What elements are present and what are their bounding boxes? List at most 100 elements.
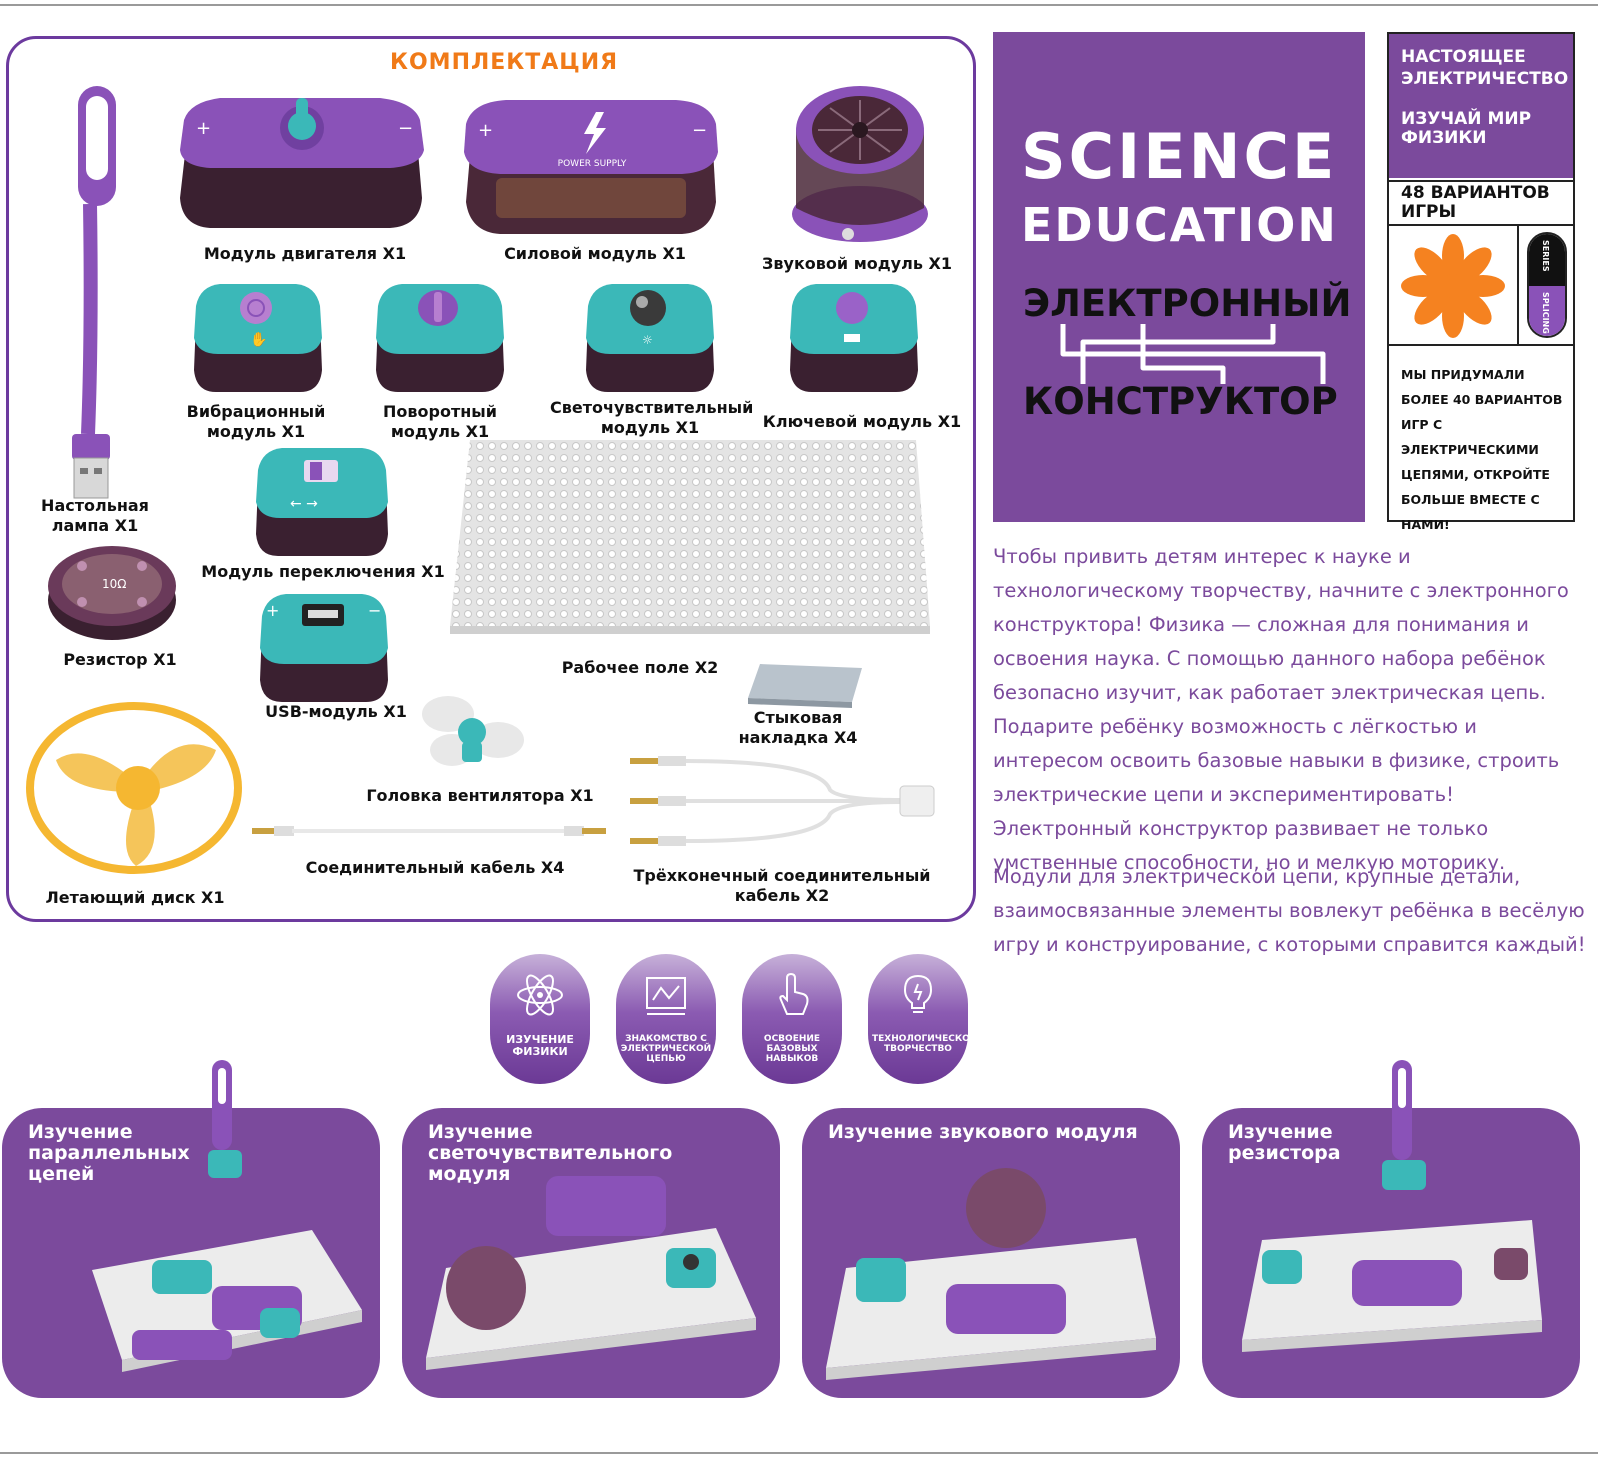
lamp-label: Настольная <box>41 496 149 515</box>
flying-disc-image <box>26 702 242 874</box>
feature-physics: ИЗУЧЕНИЕ ФИЗИКИ <box>490 954 590 1084</box>
power-module-image: + − POWER SUPPLY <box>464 100 718 234</box>
resistor-value: 10Ω <box>102 577 126 591</box>
sound-label: Звуковой модуль X1 <box>762 254 952 273</box>
card-light-sensor: Изучение светочувствительного модуля <box>402 1108 780 1398</box>
tri-cable-label: Трёхконечный соединительный <box>633 866 931 885</box>
side-real-electricity: НАСТОЯЩЕЕ ЭЛЕКТРИЧЕСТВО <box>1401 47 1569 89</box>
resistor-circuit-image <box>1242 1060 1542 1352</box>
side-divider <box>1517 224 1519 344</box>
description-paragraph-1: Чтобы привить детям интерес к науке и те… <box>993 545 1569 874</box>
side-divider <box>1389 224 1573 226</box>
parallel-circuit-image <box>92 1060 362 1372</box>
hero-banner: SCIENCE EDUCATION ЭЛЕКТРОННЫЙ КОНСТРУКТО… <box>993 32 1365 522</box>
svg-text:☼: ☼ <box>642 333 653 347</box>
baseplate-image <box>450 440 930 634</box>
switch-label: Модуль переключения X1 <box>201 562 445 581</box>
resistor-image: 10Ω <box>48 546 176 640</box>
card-title-line: резистора <box>1228 1142 1341 1164</box>
card-parallel-circuits: Изучение параллельных цепей <box>2 1060 380 1398</box>
side-variants: 48 ВАРИАНТОВ ИГРЫ <box>1401 183 1550 222</box>
light-sensor-circuit-image <box>426 1176 756 1370</box>
light-sensor-label-2: модуль X1 <box>600 418 700 437</box>
svg-text:← →: ← → <box>290 496 318 512</box>
lightbulb-icon <box>903 974 933 1013</box>
tri-cable-image <box>630 756 935 846</box>
usb-module-image: + − <box>260 594 388 702</box>
vibration-module-image: ✋ <box>194 284 322 392</box>
hero-education: EDUCATION <box>1021 198 1338 252</box>
cable-label: Соединительный кабель X4 <box>305 858 565 877</box>
usb-label: USB-модуль X1 <box>265 702 407 721</box>
svg-text:+: + <box>266 601 279 620</box>
circuit-icon <box>646 977 686 1015</box>
sound-circuit-image <box>826 1168 1156 1380</box>
card-title-line: Изучение <box>28 1121 133 1143</box>
svg-text:−: − <box>398 118 413 139</box>
series-splicing-badge: SERIES SPLICING <box>1527 232 1567 338</box>
side-study-physics: ИЗУЧАЙ МИР ФИЗИКИ <box>1401 109 1532 148</box>
fan-label: Головка вентилятора X1 <box>366 786 594 805</box>
kit-title: КОМПЛЕКТАЦИЯ <box>390 50 619 75</box>
power-supply-text: POWER SUPPLY <box>558 159 627 169</box>
rotary-label: Поворотный <box>383 402 497 421</box>
rotary-module-image <box>376 284 504 392</box>
hand-icon <box>779 972 809 1015</box>
feature-circuit: ЗНАКОМСТВО С ЭЛЕКТРИЧЕСКОЙ ЦЕПЬЮ <box>616 954 716 1084</box>
card-title-line: Изучение звукового модуля <box>828 1121 1138 1143</box>
cable-image <box>252 826 606 836</box>
card-title-line: параллельных <box>28 1142 190 1164</box>
key-module-image <box>790 284 918 392</box>
dock-plate-image <box>748 664 862 708</box>
motor-label: Модуль двигателя X1 <box>203 244 407 263</box>
baseplate-label: Рабочее поле X2 <box>561 658 719 677</box>
svg-text:−: − <box>692 120 707 141</box>
lamp-label-2: лампа X1 <box>51 516 139 535</box>
dock-label: Стыковая <box>753 708 843 727</box>
motor-module-image: + − <box>180 98 424 228</box>
svg-text:−: − <box>368 601 381 620</box>
flower-icon <box>1401 234 1505 338</box>
hero-electronic: ЭЛЕКТРОННЫЙ <box>1023 282 1352 325</box>
tri-cable-label-2: кабель X2 <box>734 886 830 905</box>
top-divider <box>0 4 1598 6</box>
hero-science: SCIENCE <box>1021 120 1338 193</box>
resistor-label: Резистор X1 <box>63 650 177 669</box>
circuit-lines-graphic <box>1060 324 1326 384</box>
svg-text:+: + <box>196 118 211 139</box>
feature-creativity-label: ТЕХНОЛОГИЧЕСКОЕ ТВОРЧЕСТВО <box>872 1034 976 1054</box>
switch-module-image: ← → <box>256 448 388 556</box>
series-text: SERIES <box>1541 240 1550 272</box>
card-resistor: Изучение резистора <box>1202 1060 1580 1398</box>
feature-creativity: ТЕХНОЛОГИЧЕСКОЕ ТВОРЧЕСТВО <box>868 954 976 1084</box>
rotary-label-2: модуль X1 <box>390 422 490 441</box>
side-purple-header <box>1389 34 1573 178</box>
vibration-label: Вибрационный <box>186 402 326 421</box>
splicing-text: SPLICING <box>1541 292 1550 334</box>
card-title-line: модуля <box>428 1163 511 1185</box>
card-title-line: Изучение <box>1228 1121 1333 1143</box>
description-paragraph-2: Модули для электрической цепи, крупные д… <box>993 865 1586 956</box>
hero-constructor: КОНСТРУКТОР <box>1023 380 1338 423</box>
side-description: МЫ ПРИДУМАЛИ БОЛЕЕ 40 ВАРИАНТОВ ИГР С ЭЛ… <box>1401 367 1563 532</box>
fan-image <box>422 696 524 766</box>
atom-icon <box>517 974 563 1016</box>
light-sensor-module-image: ☼ <box>586 284 714 392</box>
disc-label: Летающий диск X1 <box>45 888 225 907</box>
vibration-label-2: модуль X1 <box>206 422 306 441</box>
key-label: Ключевой модуль X1 <box>762 412 962 431</box>
feature-skills-label: ОСВОЕНИЕ БАЗОВЫХ НАВЫКОВ <box>763 1034 821 1064</box>
feature-circuit-label: ЗНАКОМСТВО С ЭЛЕКТРИЧЕСКОЙ ЦЕПЬЮ <box>620 1034 712 1064</box>
bottom-divider <box>0 1452 1598 1454</box>
side-divider <box>1389 344 1573 346</box>
card-title-line: цепей <box>28 1163 95 1185</box>
feature-physics-label: ИЗУЧЕНИЕ ФИЗИКИ <box>506 1033 574 1058</box>
svg-text:+: + <box>478 120 493 141</box>
side-divider <box>1389 180 1573 182</box>
svg-text:✋: ✋ <box>250 331 267 348</box>
card-sound-module: Изучение звукового модуля <box>802 1108 1180 1398</box>
side-info-box: НАСТОЯЩЕЕ ЭЛЕКТРИЧЕСТВО ИЗУЧАЙ МИР ФИЗИК… <box>1387 32 1575 532</box>
power-label: Силовой модуль X1 <box>504 244 686 263</box>
card-title-line: Изучение светочувствительного <box>428 1121 673 1164</box>
dock-label-2: накладка X4 <box>738 728 858 747</box>
